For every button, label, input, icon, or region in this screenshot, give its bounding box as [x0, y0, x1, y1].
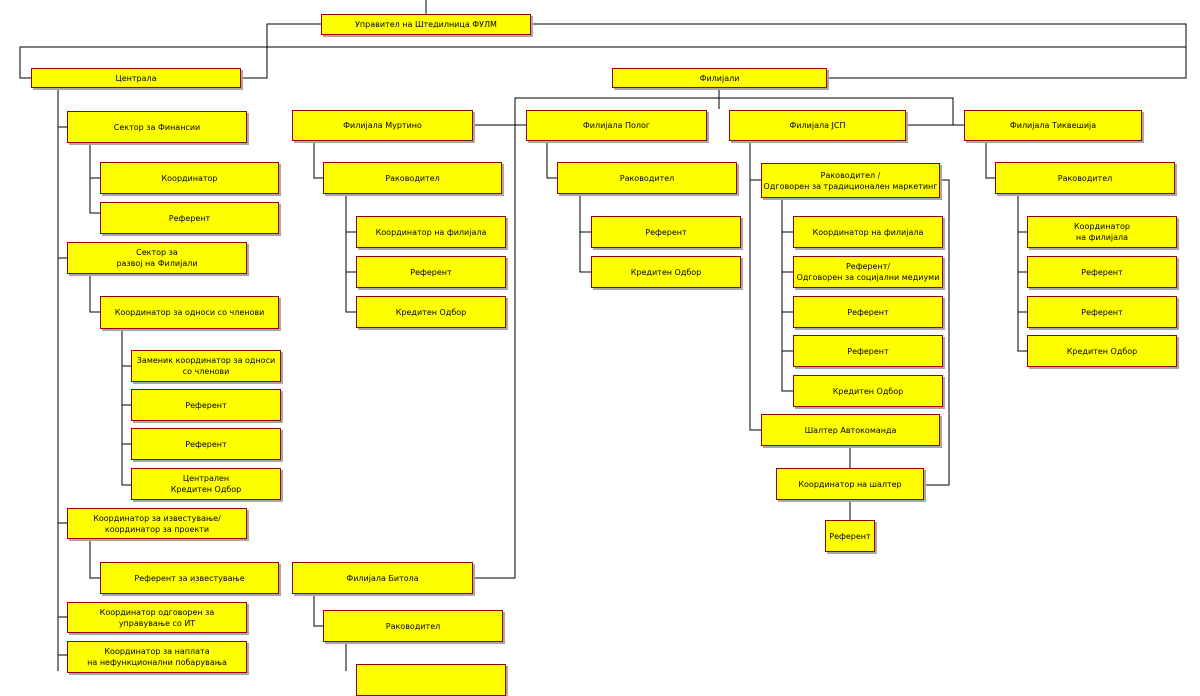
node-label: Референт [168, 213, 211, 223]
node-label: Референт [185, 439, 227, 449]
node-reporting-coordinator[interactable]: Координатор за известување/ координатор … [67, 508, 247, 539]
node-label: Раководител [619, 173, 675, 183]
node-collection-coordinator[interactable]: Координатор за наплата на нефункционални… [67, 641, 247, 673]
node-manager[interactable]: Управител на Штедилница ФУЛМ [321, 14, 531, 35]
node-tikves-referent[interactable]: Референт [1027, 296, 1177, 328]
node-polog-credit-board[interactable]: Кредитен Одбор [591, 256, 741, 288]
node-bitola-branch[interactable]: Филијала Битола [292, 562, 473, 594]
node-counter-referent[interactable]: Референт [825, 520, 875, 552]
node-label: Координатор на шалтер [798, 479, 902, 489]
node-label: Управител на Штедилница ФУЛМ [355, 20, 497, 29]
node-label: Кредитен Одбор [630, 267, 702, 277]
node-label: Сектор за Финансии [113, 122, 201, 132]
node-label: Координатор за известување/ координатор … [93, 513, 221, 534]
node-member-relations-coordinator[interactable]: Координатор за односи со членови [100, 296, 279, 329]
node-tikves-manager[interactable]: Раководител [995, 162, 1175, 194]
node-murtino-referent[interactable]: Референт [356, 256, 506, 288]
node-label: Заменик координатор за односи со членови [136, 356, 276, 376]
node-label: Филијали [699, 73, 740, 83]
node-label: Референт [185, 400, 227, 410]
node-label: Референт за известување [134, 573, 245, 583]
node-label: Референт [645, 227, 687, 237]
node-member-referent[interactable]: Референт [131, 389, 281, 421]
node-jsp-manager[interactable]: Раководител / Одговорен за традиционален… [761, 163, 940, 198]
node-finance-sector[interactable]: Сектор за Финансии [67, 111, 247, 143]
node-label: Координатор за наплата на нефункционални… [87, 647, 227, 667]
node-label: Шалтер Автокоманда [804, 425, 897, 435]
node-label: Раководител [385, 173, 440, 183]
node-polog-branch[interactable]: Филијала Полог [526, 110, 707, 141]
node-deputy-member-coordinator[interactable]: Заменик координатор за односи со членови [131, 350, 281, 382]
node-label: Координатор на филијала [812, 227, 924, 237]
node-jsp-credit-board[interactable]: Кредитен Одбор [793, 375, 943, 407]
node-label: Филијала Муртино [343, 121, 422, 130]
node-label: Референт [1081, 267, 1123, 277]
node-reporting-referent[interactable]: Референт за известување [100, 562, 279, 594]
node-polog-manager[interactable]: Раководител [557, 162, 737, 194]
node-murtino-credit-board[interactable]: Кредитен Одбор [356, 296, 506, 328]
node-label: Координатор одговорен за управување со И… [99, 607, 215, 628]
node-jsp-branch[interactable]: Филијала ЈСП [729, 110, 906, 141]
node-member-referent[interactable]: Референт [131, 428, 281, 460]
node-label: Централен Кредитен Одбор [170, 474, 242, 494]
node-tikves-coordinator[interactable]: Координатор на филијала [1027, 216, 1177, 248]
node-jsp-referent[interactable]: Референт [793, 296, 943, 328]
node-branch-dev-sector[interactable]: Сектор за развој на Филијали [67, 242, 247, 274]
node-branches[interactable]: Филијали [612, 68, 827, 88]
node-label: Раководител [1057, 173, 1113, 183]
node-label: Референт/ Одговорен за социјални медиуми [796, 262, 940, 282]
node-label: Раководител [385, 621, 441, 631]
node-tikves-branch[interactable]: Филијала Тиквешија [964, 110, 1142, 141]
node-label: Филијала Битола [346, 573, 419, 583]
node-label: Филијала ЈСП [789, 121, 846, 130]
node-murtino-manager[interactable]: Раководител [323, 162, 502, 194]
node-jsp-social-referent[interactable]: Референт/ Одговорен за социјални медиуми [793, 256, 943, 288]
node-label: Координатор на филијала [375, 227, 487, 237]
node-finance-coordinator[interactable]: Координатор [100, 162, 279, 194]
node-jsp-referent[interactable]: Референт [793, 335, 943, 367]
node-label: Референт [847, 307, 889, 317]
node-label: Раководител / Одговорен за традиционален… [763, 170, 938, 191]
node-bitola-manager[interactable]: Раководител [323, 610, 503, 642]
node-counter-coordinator[interactable]: Координатор на шалтер [776, 468, 924, 500]
node-label: Филијала Полог [582, 121, 651, 130]
node-label: Координатор за односи со членови [114, 308, 265, 317]
node-jsp-coordinator[interactable]: Координатор на филијала [793, 216, 943, 248]
node-finance-referent[interactable]: Референт [100, 202, 279, 234]
node-label: Кредитен Одбор [832, 386, 904, 396]
node-central-credit-board[interactable]: Централен Кредитен Одбор [131, 468, 281, 500]
node-label: Координатор [161, 173, 218, 183]
node-label: Референт [847, 346, 889, 356]
node-polog-referent[interactable]: Референт [591, 216, 741, 248]
node-bitola-child[interactable] [356, 664, 506, 696]
node-label: Референт [1081, 307, 1123, 317]
node-label: Референт [829, 531, 871, 541]
node-label: Кредитен Одбор [1066, 346, 1138, 356]
node-murtino-branch[interactable]: Филијала Муртино [292, 110, 473, 141]
node-tikves-credit-board[interactable]: Кредитен Одбор [1027, 335, 1177, 367]
org-chart-connectors [19, 0, 1187, 671]
node-label: Централа [115, 73, 157, 83]
node-label: Референт [410, 267, 452, 277]
node-it-coordinator[interactable]: Координатор одговорен за управување со И… [67, 602, 247, 633]
node-autokomanda-counter[interactable]: Шалтер Автокоманда [761, 414, 940, 446]
node-label: Филијала Тиквешија [1009, 121, 1097, 130]
node-label: Координатор на филијала [1073, 222, 1131, 242]
node-label: Сектор за развој на Филијали [116, 248, 198, 268]
node-central[interactable]: Централа [31, 68, 241, 88]
node-murtino-coordinator[interactable]: Координатор на филијала [356, 216, 506, 248]
node-label: Кредитен Одбор [395, 307, 467, 317]
node-tikves-referent[interactable]: Референт [1027, 256, 1177, 288]
